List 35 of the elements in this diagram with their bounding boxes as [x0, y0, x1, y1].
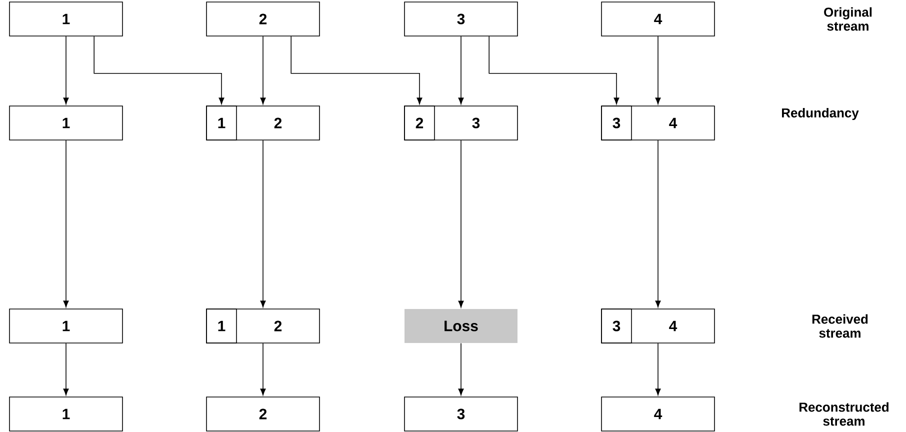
arrow — [655, 140, 661, 308]
arrow — [655, 36, 661, 104]
redundancy-cell: 1 — [206, 106, 237, 140]
row-label: Original stream — [824, 7, 872, 31]
redundancy-cell: 2 — [404, 106, 435, 140]
packet-box: 2 — [206, 396, 320, 432]
arrow — [458, 36, 464, 104]
arrow — [260, 140, 266, 308]
arrow — [94, 36, 224, 104]
redundancy-cell: 3 — [601, 106, 632, 140]
packet-box: 3 — [404, 396, 518, 432]
arrow — [290, 36, 422, 104]
arrow — [488, 36, 620, 104]
packet-box: 4 — [601, 2, 715, 36]
row-label: Received stream — [812, 314, 868, 338]
redundancy-cell: 1 — [206, 308, 237, 344]
arrow — [655, 343, 661, 396]
loss-box: Loss — [404, 309, 518, 343]
arrow — [458, 342, 464, 396]
arrow — [63, 36, 69, 104]
packet-box: 3 — [404, 2, 518, 36]
packet-box: 2 — [206, 2, 320, 36]
packet-box: 1 — [9, 396, 123, 432]
packet-box: 1 — [9, 2, 123, 36]
arrow — [260, 343, 266, 396]
arrow — [63, 140, 69, 308]
packet-box: 1 — [9, 308, 123, 344]
arrow — [260, 36, 266, 104]
redundancy-cell: 3 — [601, 308, 632, 344]
row-label: Redundancy — [782, 108, 859, 120]
arrow — [63, 343, 69, 396]
packet-box: 1 — [9, 106, 123, 140]
row-label: Reconstructed stream — [800, 402, 888, 426]
arrow — [458, 140, 464, 308]
packet-box: 4 — [601, 396, 715, 432]
